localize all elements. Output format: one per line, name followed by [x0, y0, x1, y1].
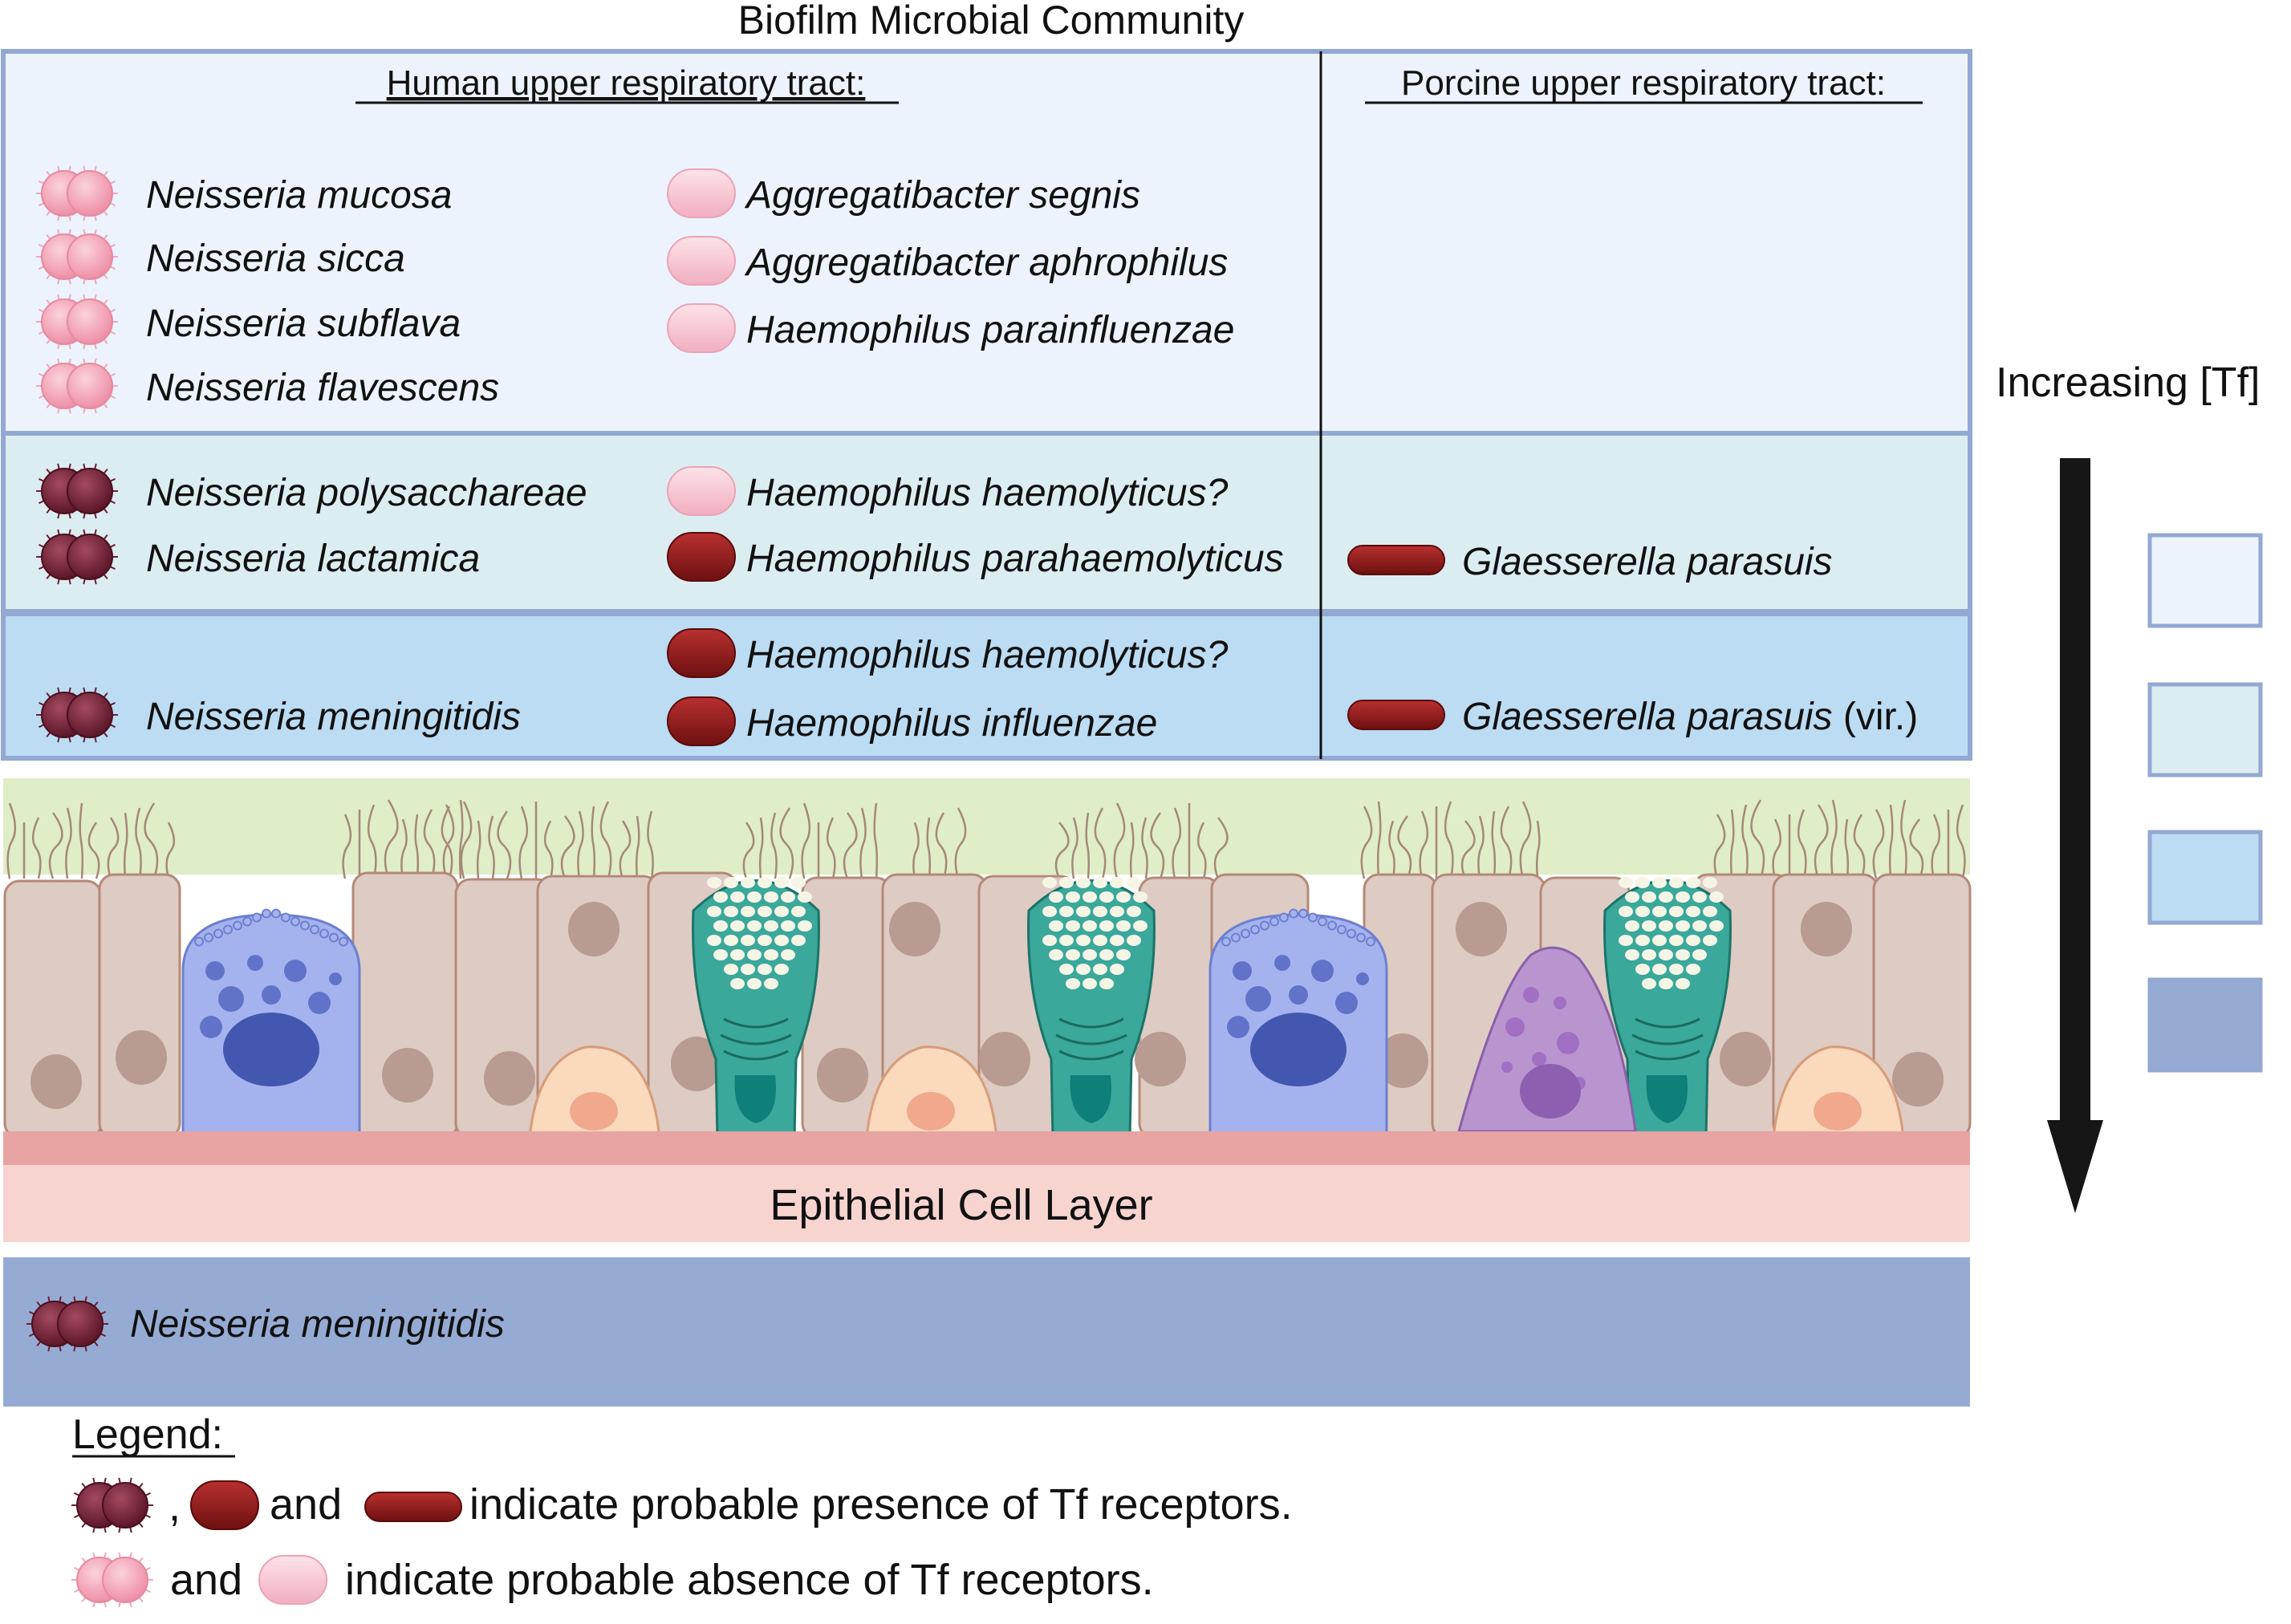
basal-cell	[528, 1045, 661, 1139]
legend-tf-positive-rod-icon	[190, 1480, 259, 1530]
neisseria-species-label: Neisseria sicca	[146, 238, 405, 280]
gradient-label: Increasing [Tf]	[1996, 359, 2260, 406]
gradient-swatch	[2147, 533, 2263, 628]
basal-cell	[865, 1045, 998, 1139]
ciliated-cell	[351, 871, 459, 1139]
basement-membrane	[3, 1131, 1970, 1165]
goblet-cell	[1603, 877, 1732, 1139]
gradient-swatch	[2147, 682, 2263, 777]
haemophilus-group-species-label: Haemophilus influenzae	[746, 702, 1157, 745]
gradient-swatches	[2147, 533, 2263, 1073]
tf-positive-long-rod-icon	[1347, 545, 1445, 575]
tf-negative-rod-icon	[667, 168, 736, 218]
systemic-organism: Neisseria meningitidis	[26, 1296, 505, 1352]
cilia	[6, 799, 1966, 879]
neisseria-species-label: Neisseria mucosa	[146, 174, 452, 217]
neisseria-species-label: Neisseria flavescens	[146, 367, 499, 409]
goblet-cell	[1027, 877, 1156, 1139]
tf-negative-diplococcus-icon	[36, 358, 118, 414]
tf-positive-rod-icon	[667, 628, 736, 678]
ciliated-cell	[98, 873, 181, 1139]
legend-tf-positive-long-rod-icon	[364, 1492, 462, 1522]
tf-negative-diplococcus-icon	[36, 165, 118, 221]
gradient-swatch	[2147, 977, 2263, 1073]
gradient-arrow-head	[2047, 1120, 2103, 1213]
tier-2-box	[1, 431, 1972, 614]
tf-negative-rod-icon	[667, 236, 736, 286]
haemophilus-group-species-label: Haemophilus parainfluenzae	[746, 309, 1234, 351]
epithelial-band	[3, 1165, 1970, 1242]
tier-1-box	[1, 49, 1972, 436]
tf-positive-diplococcus-icon	[36, 529, 118, 585]
neisseria-species-label: Neisseria lactamica	[146, 538, 480, 580]
legend-absence-text: indicate probable absence of Tf receptor…	[345, 1556, 1154, 1604]
goblet-cell	[692, 877, 820, 1139]
legend-and-2: and	[170, 1556, 242, 1604]
ciliated-cell	[3, 879, 103, 1139]
tier-3-box	[1, 611, 1972, 761]
ciliated-cell	[1135, 876, 1221, 1139]
haemophilus-group-species-label: Haemophilus haemolyticus?	[746, 634, 1229, 676]
systemic-species-label: Neisseria meningitidis	[130, 1303, 505, 1346]
tf-positive-rod-icon	[667, 696, 736, 746]
tf-negative-rod-icon	[667, 466, 736, 516]
tf-positive-rod-icon	[667, 532, 736, 582]
tf-positive-long-rod-icon	[1347, 700, 1445, 730]
mucus-layer	[3, 778, 1970, 875]
tf-negative-rod-icon	[667, 303, 736, 353]
tf-negative-diplococcus-icon	[36, 294, 118, 350]
gradient-swatch	[2147, 830, 2263, 925]
neuroendocrine-cell	[1457, 946, 1637, 1133]
legend-icons	[71, 1477, 462, 1608]
haemophilus-group-species-label: Aggregatibacter aphrophilus	[744, 242, 1228, 284]
systemic-box	[3, 1257, 1970, 1407]
haemophilus-group-species-label: Aggregatibacter segnis	[744, 174, 1140, 217]
legend-tf-negative-rod-icon	[258, 1555, 327, 1605]
porcine-column-header: Porcine upper respiratory tract:	[1401, 63, 1886, 103]
neisseria-species-label: Neisseria subflava	[146, 302, 461, 345]
epithelial-cells	[3, 871, 1972, 1139]
human-column-header: Human upper respiratory tract:	[387, 63, 866, 103]
tf-positive-diplococcus-icon	[26, 1296, 108, 1352]
neisseria-species-label: Neisseria meningitidis	[146, 696, 521, 738]
haemophilus-group-species-label: Haemophilus haemolyticus?	[746, 472, 1229, 514]
porcine-species-label: Glaesserella parasuis	[1462, 541, 1833, 583]
legend-comma: ,	[169, 1482, 181, 1530]
haemophilus-group-species-label: Haemophilus parahaemolyticus	[746, 538, 1284, 580]
legend-presence-text: indicate probable presence of Tf recepto…	[469, 1480, 1293, 1529]
epithelial-layer-label: Epithelial Cell Layer	[770, 1181, 1152, 1229]
brush-cell	[181, 908, 361, 1139]
tf-positive-diplococcus-icon	[36, 687, 118, 743]
diagram-title: Biofilm Microbial Community	[738, 0, 1245, 43]
legend-tf-positive-diplococcus-icon	[71, 1477, 153, 1533]
legend-tf-negative-diplococcus-icon	[71, 1552, 153, 1608]
ciliated-cell	[1872, 873, 1972, 1139]
legend-title: Legend:	[72, 1411, 223, 1458]
legend-and-1: and	[270, 1480, 342, 1529]
tf-positive-diplococcus-icon	[36, 463, 118, 519]
brush-cell	[1208, 908, 1388, 1139]
neisseria-species-label: Neisseria polysacchareae	[146, 472, 587, 514]
porcine-species-label: Glaesserella parasuis (vir.)	[1462, 696, 1918, 738]
gradient-arrow-shaft	[2060, 458, 2090, 1124]
basal-cell	[1772, 1045, 1905, 1139]
tf-negative-diplococcus-icon	[36, 229, 118, 285]
ciliated-cell	[454, 878, 554, 1139]
